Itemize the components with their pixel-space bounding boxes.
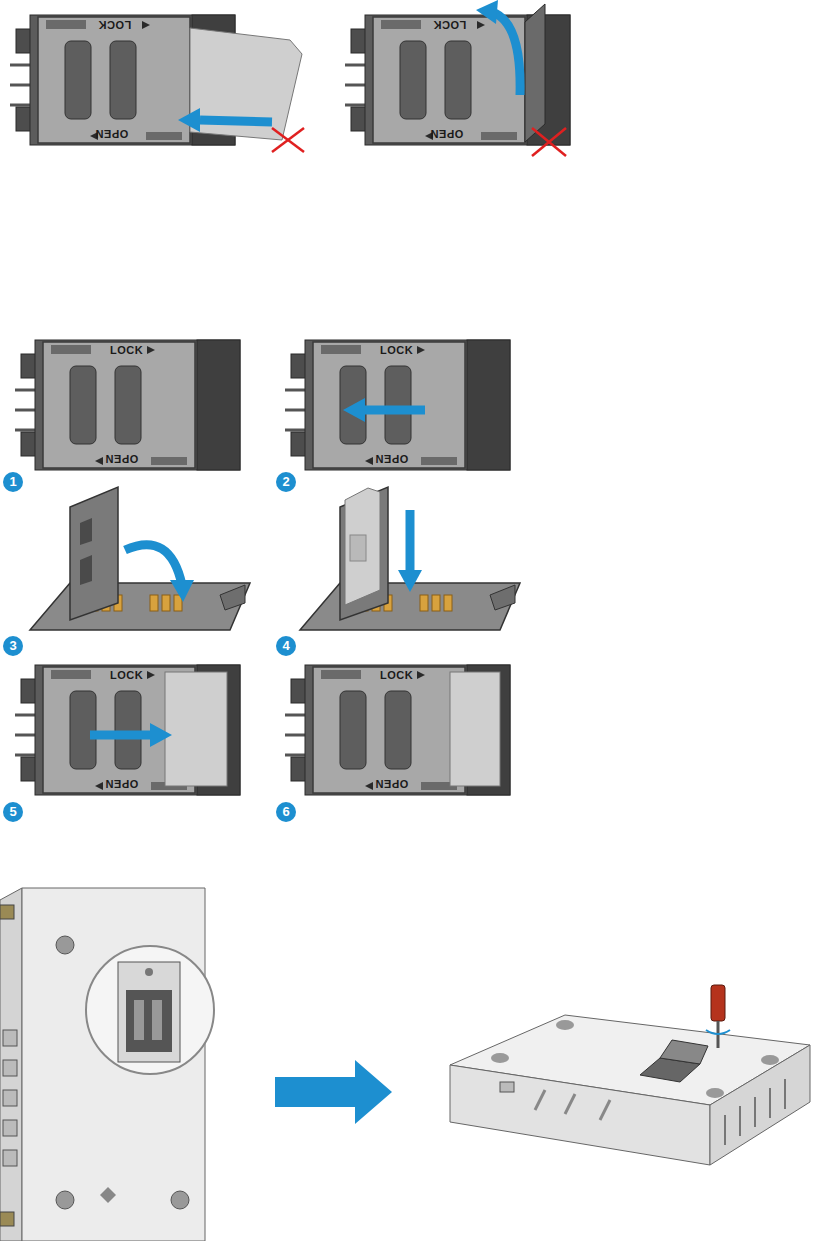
drawing-part	[0, 1212, 14, 1226]
drawing-part	[285, 665, 510, 795]
router-standing	[0, 888, 214, 1241]
drawing-part	[300, 487, 520, 630]
drawing-part	[15, 340, 240, 470]
drawing-part	[660, 1040, 708, 1064]
direction-arrow	[275, 1060, 392, 1124]
drawing-part	[3, 1060, 17, 1076]
drawing-part	[556, 1020, 574, 1030]
holder-marking: OPEN	[95, 127, 128, 140]
callout-number: 3	[3, 636, 23, 656]
drawing-part	[190, 28, 302, 140]
drawing-part	[343, 398, 365, 422]
holder-marking: OPEN	[375, 452, 408, 465]
router-lying	[450, 985, 810, 1165]
drawing-part	[406, 510, 415, 570]
drawing-part	[365, 406, 425, 415]
drawing-part	[134, 1000, 144, 1040]
drawing-part	[525, 4, 545, 142]
step-1	[15, 340, 240, 470]
drawing-part	[476, 0, 498, 24]
drawing-part	[450, 672, 500, 786]
drawing-part	[492, 12, 520, 95]
drawing-part	[0, 888, 22, 1241]
drawing-part	[145, 968, 153, 976]
drawing-part	[706, 1088, 724, 1098]
drawing-part	[350, 535, 366, 561]
drawing-part	[200, 120, 272, 122]
drawing-part	[769, 1088, 771, 1118]
drawing-part	[165, 672, 227, 786]
drawing-part	[3, 1120, 17, 1136]
holder-marking: OPEN	[105, 452, 138, 465]
drawing-part	[125, 545, 182, 585]
drawing-part	[398, 570, 422, 592]
step-5	[15, 665, 240, 795]
drawing-part	[150, 723, 172, 747]
holder-marking: LOCK	[380, 669, 413, 682]
step-4	[300, 487, 520, 630]
holder-marking: OPEN	[375, 777, 408, 790]
wrong-lifting	[345, 0, 570, 156]
drawing-part	[491, 1053, 509, 1063]
drawing-part	[500, 1082, 514, 1092]
drawing-part	[0, 905, 14, 919]
drawing-part	[600, 1100, 610, 1120]
drawing-part	[784, 1079, 786, 1109]
drawing-part	[761, 1055, 779, 1065]
step-3	[30, 487, 250, 630]
drawing-part	[711, 985, 725, 1021]
drawing-part	[178, 108, 200, 132]
drawing-part	[565, 1094, 575, 1114]
holder-marking: LOCK	[110, 669, 143, 682]
holder-marking: OPEN	[105, 777, 138, 790]
drawing-part	[275, 1060, 392, 1124]
drawing-part	[754, 1097, 756, 1127]
drawing-part	[126, 990, 172, 1052]
holder-marking: LOCK	[433, 18, 466, 31]
drawing-part	[15, 665, 240, 795]
callout-number: 1	[3, 472, 23, 492]
drawing-part	[725, 1079, 785, 1145]
drawing-part	[272, 128, 304, 152]
drawing-part	[272, 128, 304, 152]
drawing-part	[30, 487, 250, 630]
drawing-part	[90, 731, 150, 740]
drawing-part	[724, 1115, 726, 1145]
drawing-part	[345, 488, 380, 605]
holder-marking: LOCK	[380, 344, 413, 357]
drawing-part	[56, 1191, 74, 1209]
drawing-part	[170, 580, 194, 602]
holder-marking: LOCK	[110, 344, 143, 357]
step-6	[285, 665, 510, 795]
drawing-part	[535, 1090, 545, 1110]
drawing-part	[3, 1030, 17, 1046]
callout-number: 2	[276, 472, 296, 492]
drawing-part	[3, 1090, 17, 1106]
drawing-part	[739, 1106, 741, 1136]
drawing-part	[118, 962, 180, 1062]
holder-marking: OPEN	[430, 127, 463, 140]
drawing-part	[710, 1045, 810, 1165]
callout-number: 6	[276, 802, 296, 822]
drawing-part	[532, 128, 566, 156]
drawing-part	[706, 1030, 730, 1034]
drawing-part	[532, 128, 566, 156]
drawing-part	[3, 1150, 17, 1166]
callout-number: 4	[276, 636, 296, 656]
drawing-part	[100, 1187, 116, 1203]
step-2	[285, 340, 510, 470]
drawing-part	[285, 340, 510, 470]
holder-marking: LOCK	[98, 18, 131, 31]
callout-number: 5	[3, 802, 23, 822]
drawing-part	[152, 1000, 162, 1040]
drawing-part	[56, 936, 74, 954]
wrong-insertion	[10, 15, 304, 152]
drawing-part	[171, 1191, 189, 1209]
drawing-part	[86, 946, 214, 1074]
